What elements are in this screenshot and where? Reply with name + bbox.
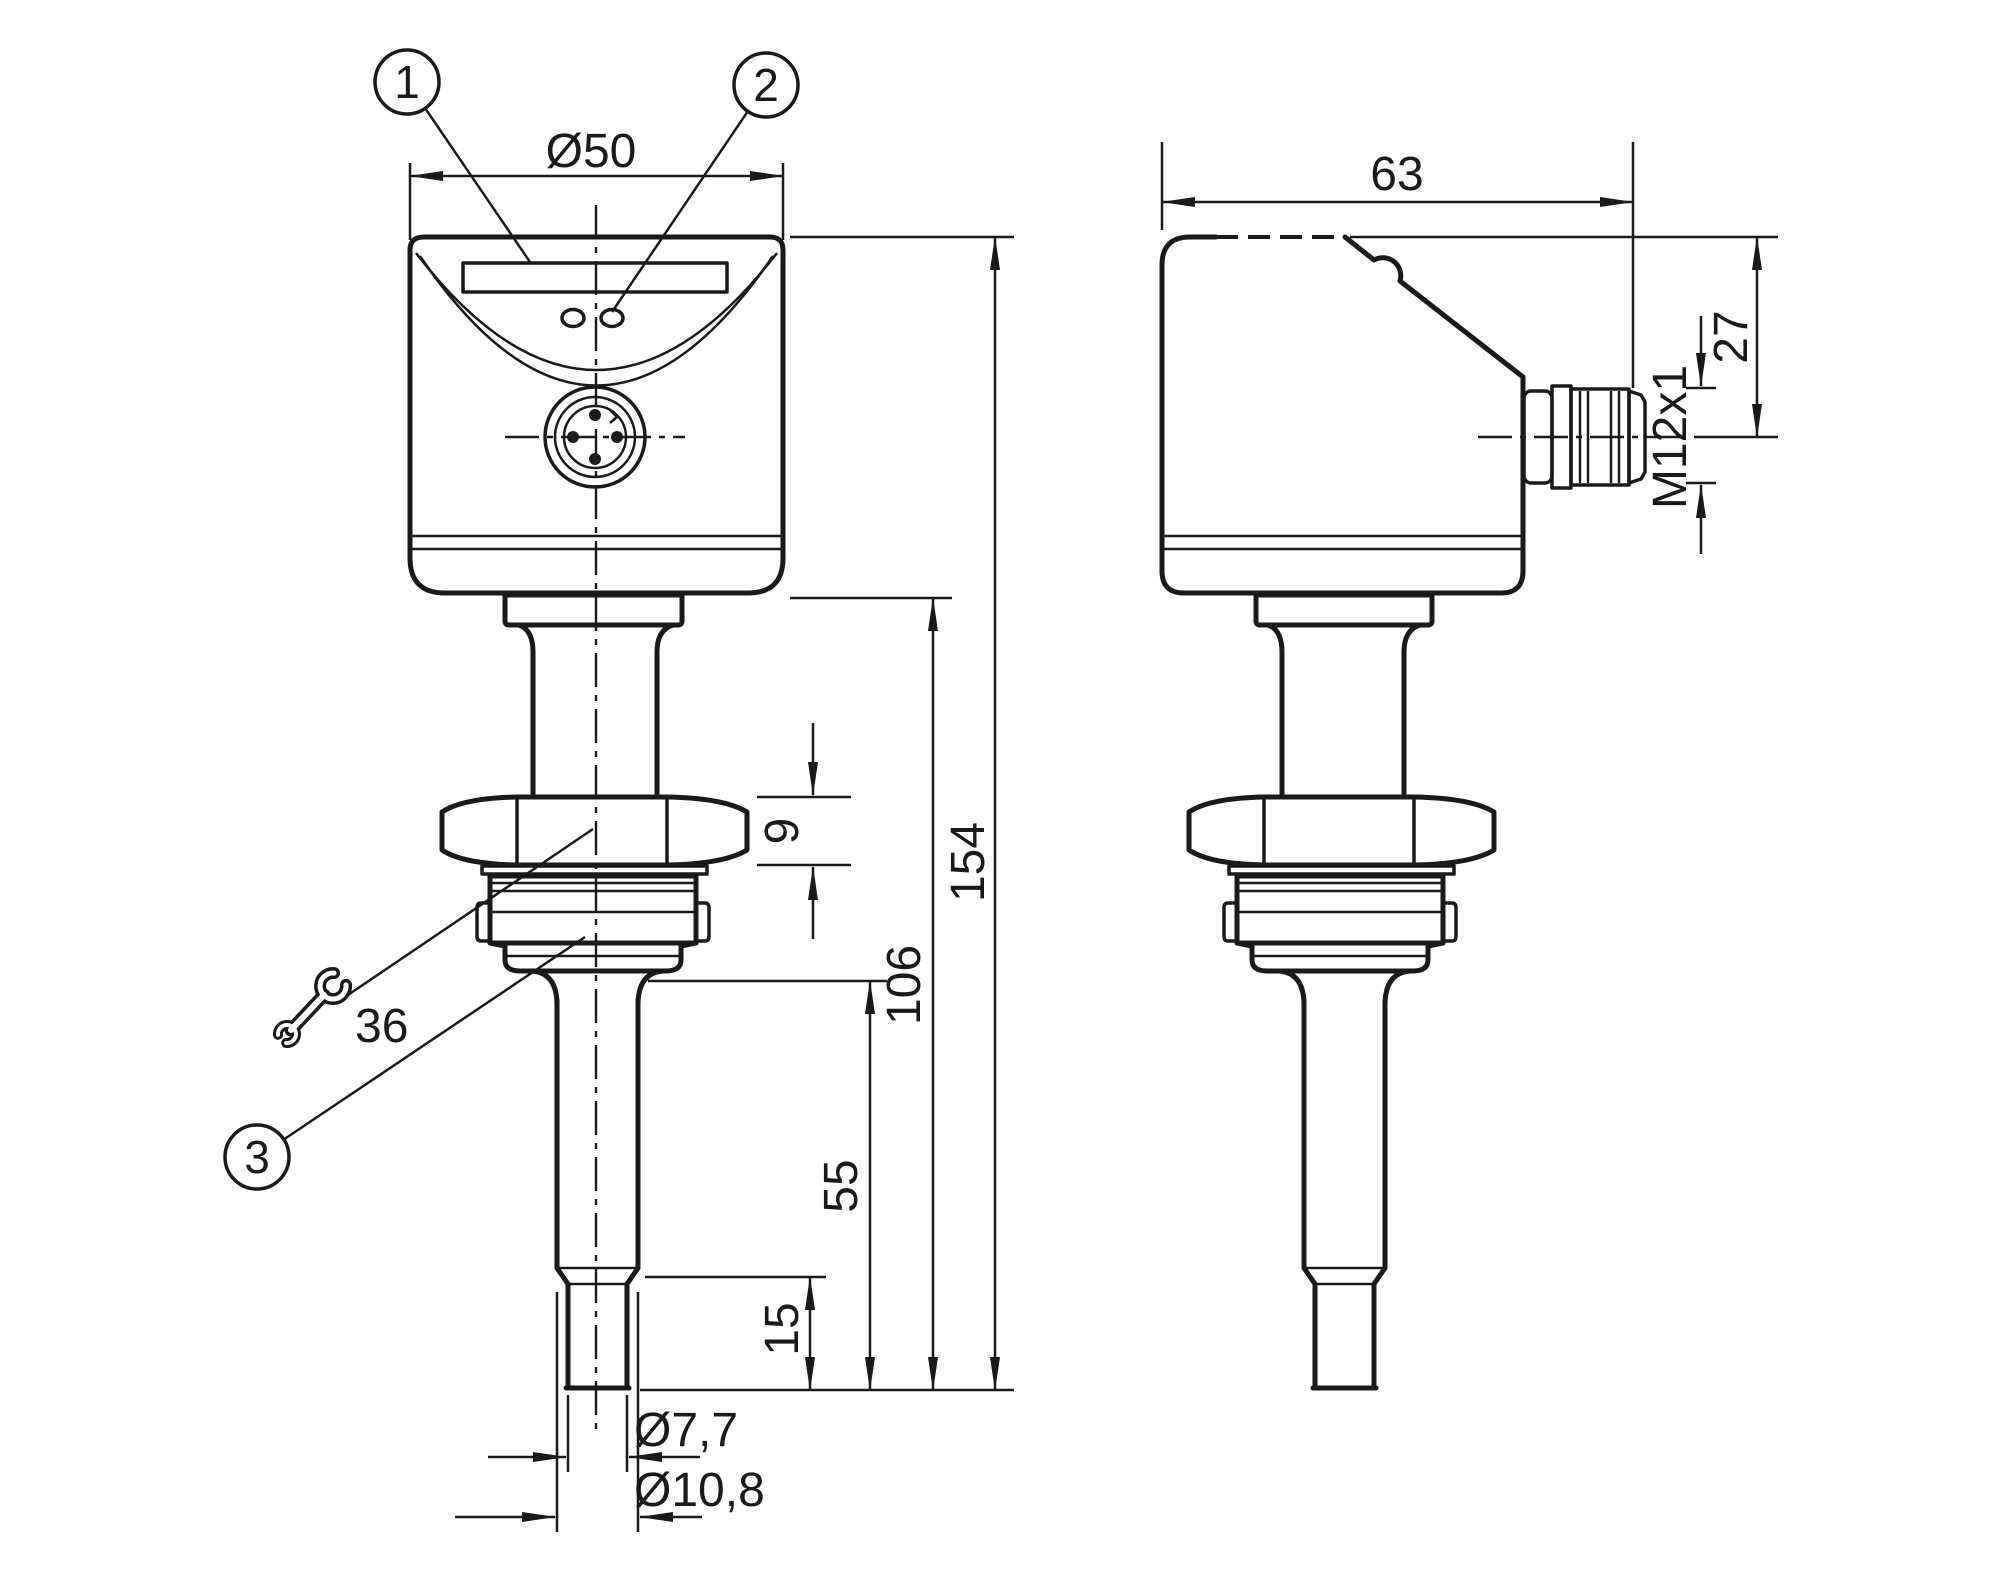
- led-indicator-left: [560, 307, 586, 329]
- wrench-icon: [273, 967, 353, 1048]
- dimensions: Ø50 63 27 M12x1: [408, 125, 1778, 1532]
- dim-probe-diameter-label: Ø10,8: [634, 1464, 765, 1517]
- callouts: 1 2 3 36: [223, 48, 800, 1191]
- dim-head-diameter-label: Ø50: [546, 125, 637, 178]
- callout-3-process-connection: 3: [223, 935, 586, 1191]
- dim-tip-length-label: 15: [756, 1302, 809, 1355]
- dim-head-diameter: Ø50: [408, 125, 785, 240]
- front-neck-flange: [502, 592, 685, 628]
- dim-overall-length-label: 154: [942, 822, 995, 902]
- dim-connector-offset: 27: [1350, 235, 1778, 439]
- dim-tip-diameter: Ø7,7: [488, 1395, 738, 1472]
- front-shaft-right: [654, 622, 676, 800]
- dim-length-below-housing-label: 106: [878, 945, 931, 1025]
- front-display-window-arc-outer: [415, 252, 778, 372]
- callout-2-led: 2: [610, 51, 800, 313]
- callout-1-label: 1: [394, 56, 420, 108]
- side-neck-flange: [1253, 592, 1435, 628]
- side-shaft-left: [1265, 622, 1285, 800]
- front-shaft-left: [516, 622, 536, 800]
- m12-plug-face-icon: [505, 385, 685, 489]
- callout-1-display: 1: [373, 48, 532, 263]
- side-view: [1159, 234, 1688, 1391]
- dim-housing-depth-label: 63: [1370, 148, 1423, 201]
- display-window: [461, 261, 729, 294]
- dim-probe-diameter: Ø10,8: [455, 1292, 765, 1532]
- dim-connector-offset-label: 27: [1705, 310, 1758, 363]
- side-shaft-right: [1401, 622, 1423, 800]
- side-housing-slope-with-button: [1342, 234, 1526, 380]
- wrench-size-label: 36: [355, 1000, 408, 1053]
- front-probe: [554, 997, 641, 1391]
- callout-3-label: 3: [244, 1131, 270, 1183]
- dim-probe-length-label: 55: [815, 1159, 868, 1212]
- wrench-size-callout: 36: [273, 827, 594, 1053]
- side-housing-outline: [1159, 234, 1526, 596]
- dim-probe-length: 55: [815, 980, 875, 1391]
- side-hex-nut: [1186, 794, 1497, 868]
- dim-nut-height-label: 9: [756, 818, 809, 845]
- front-view: [407, 205, 786, 1430]
- led-indicator-right: [599, 307, 625, 329]
- dim-length-below-housing: 106: [878, 597, 938, 1391]
- dim-overall-length: 154: [942, 236, 1000, 1391]
- dim-nut-height: 9: [756, 723, 851, 939]
- dim-tip-length: 15: [756, 1276, 815, 1391]
- callout-2-label: 2: [753, 59, 779, 111]
- dim-housing-depth: 63: [1160, 142, 1635, 388]
- side-m12-connector: [1478, 384, 1688, 490]
- front-housing-outline: [407, 234, 786, 596]
- dim-connector-thread-label: M12x1: [1644, 365, 1697, 509]
- side-probe: [1301, 997, 1388, 1391]
- dim-tip-diameter-label: Ø7,7: [634, 1404, 738, 1457]
- front-hex-nut: [439, 794, 750, 868]
- dim-connector-thread: M12x1: [1644, 316, 1716, 554]
